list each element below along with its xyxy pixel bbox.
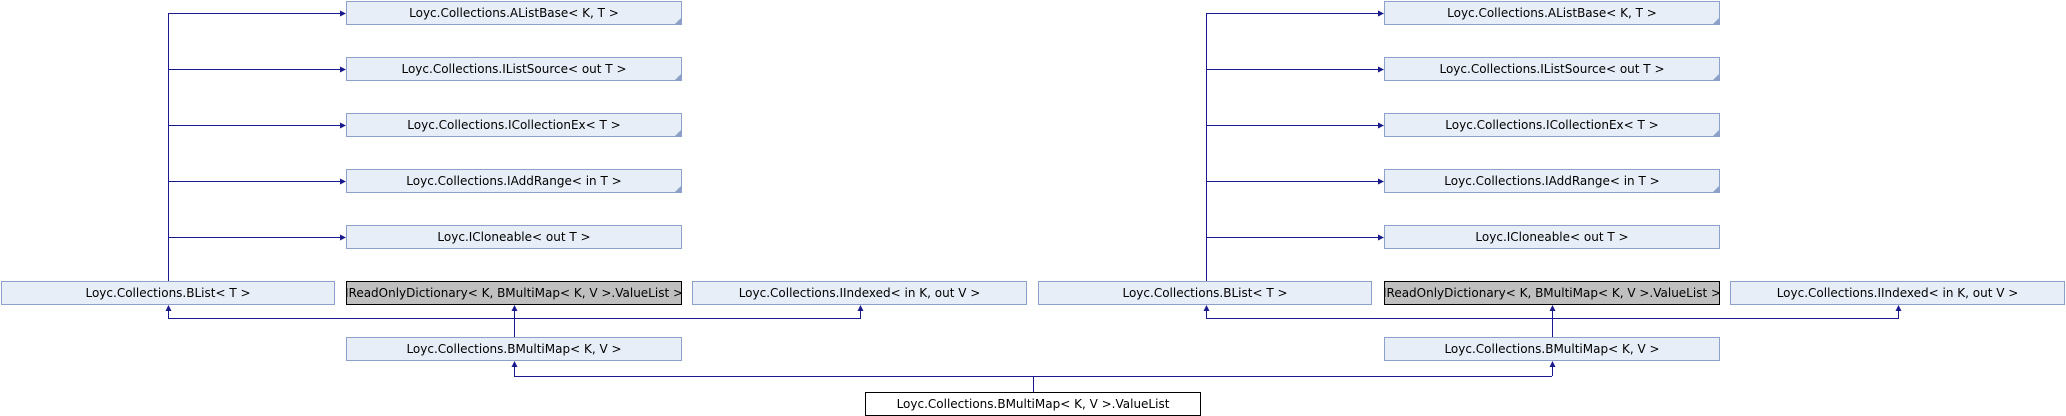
arrowhead [1378, 122, 1384, 129]
node-bmultimap[interactable]: Loyc.Collections.BMultiMap< K, V > [1384, 337, 1720, 361]
arrowhead [511, 361, 518, 367]
node-iaddrange[interactable]: Loyc.Collections.IAddRange< in T > [1384, 169, 1720, 193]
arrowhead [340, 66, 346, 73]
node-iaddrange[interactable]: Loyc.Collections.IAddRange< in T > [346, 169, 682, 193]
node-ireadonlydictionary: IReadOnlyDictionary< K, BMultiMap< K, V … [1384, 281, 1720, 305]
node-icloneable[interactable]: Loyc.ICloneable< out T > [346, 225, 682, 249]
arrowhead [1378, 66, 1384, 73]
node-ilistsource[interactable]: Loyc.Collections.IListSource< out T > [346, 57, 682, 81]
node-alistbase[interactable]: Loyc.Collections.AListBase< K, T > [346, 1, 682, 25]
arrowhead [857, 305, 864, 311]
node-alistbase[interactable]: Loyc.Collections.AListBase< K, T > [1384, 1, 1720, 25]
arrowhead [1203, 305, 1210, 311]
arrowhead [165, 305, 172, 311]
node-valuelist: Loyc.Collections.BMultiMap< K, V >.Value… [865, 392, 1201, 416]
node-ireadonlydictionary: IReadOnlyDictionary< K, BMultiMap< K, V … [346, 281, 682, 305]
arrowhead [511, 305, 518, 311]
arrowhead [1549, 305, 1556, 311]
node-bmultimap[interactable]: Loyc.Collections.BMultiMap< K, V > [346, 337, 682, 361]
arrowhead [340, 122, 346, 129]
node-icloneable[interactable]: Loyc.ICloneable< out T > [1384, 225, 1720, 249]
arrowhead [1378, 178, 1384, 185]
arrowhead [1378, 234, 1384, 241]
node-blist[interactable]: Loyc.Collections.BList< T > [1, 281, 335, 305]
node-iindexed[interactable]: Loyc.Collections.IIndexed< in K, out V > [1730, 281, 2065, 305]
node-iindexed[interactable]: Loyc.Collections.IIndexed< in K, out V > [692, 281, 1027, 305]
arrowhead [1895, 305, 1902, 311]
arrowhead [1378, 10, 1384, 17]
node-icollectionex[interactable]: Loyc.Collections.ICollectionEx< T > [346, 113, 682, 137]
node-ilistsource[interactable]: Loyc.Collections.IListSource< out T > [1384, 57, 1720, 81]
arrowhead [340, 234, 346, 241]
arrowhead [340, 10, 346, 17]
node-blist[interactable]: Loyc.Collections.BList< T > [1038, 281, 1372, 305]
node-icollectionex[interactable]: Loyc.Collections.ICollectionEx< T > [1384, 113, 1720, 137]
arrowhead [340, 178, 346, 185]
arrowhead [1549, 361, 1556, 367]
